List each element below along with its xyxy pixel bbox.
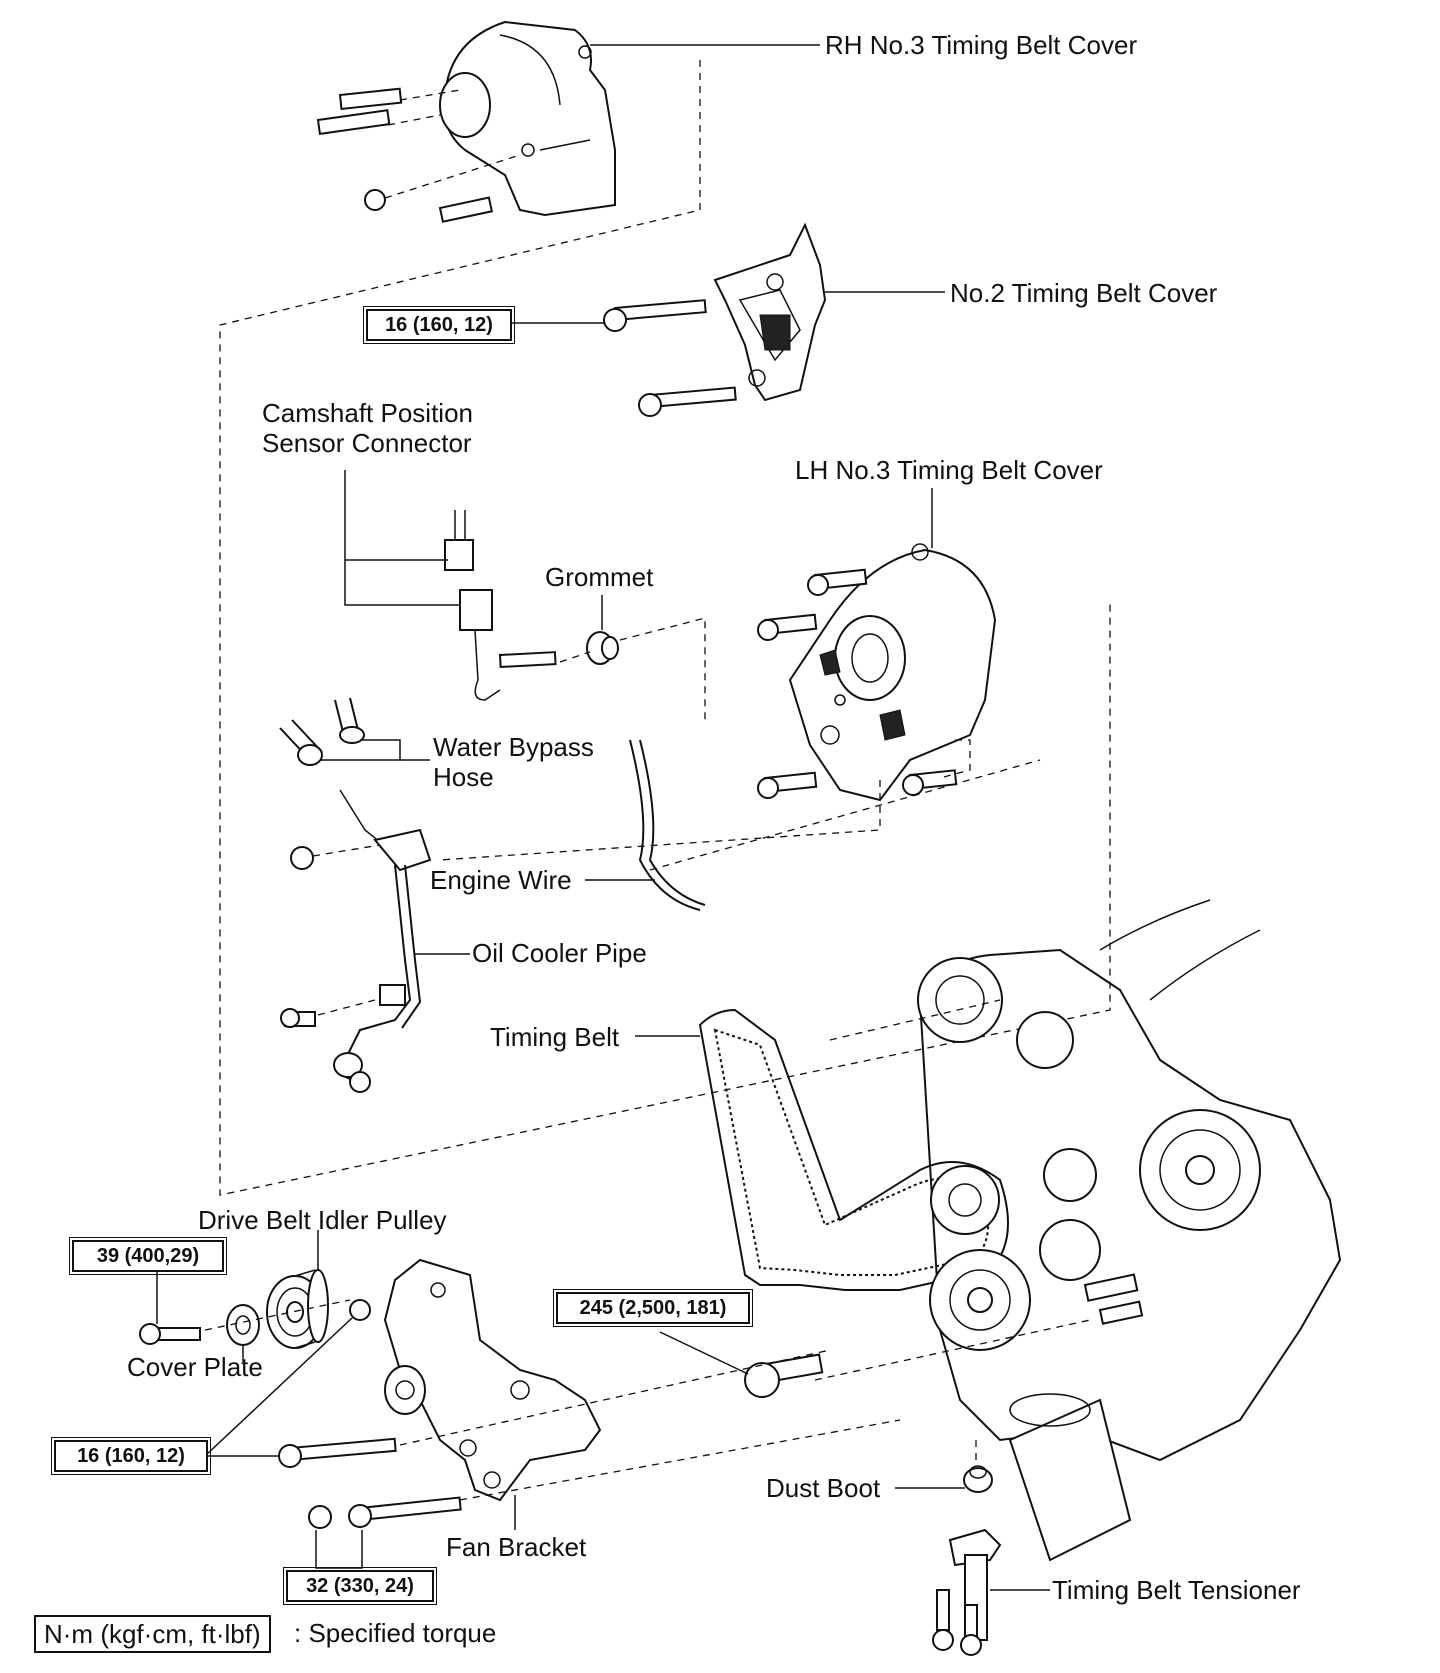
label-drive-belt-idler-pulley: Drive Belt Idler Pulley bbox=[198, 1205, 447, 1235]
crank-pulley-bolt-part bbox=[744, 1353, 824, 1398]
rh-cover-bolts bbox=[316, 87, 494, 223]
label-cover-plate: Cover Plate bbox=[127, 1352, 263, 1382]
fan-bracket-bolts bbox=[278, 1437, 462, 1529]
no2-cover-bolts bbox=[603, 299, 737, 417]
idler-pulley-part bbox=[266, 1269, 329, 1349]
legend-unit-box: N·m (kgf·cm, ft·lbf) bbox=[34, 1615, 271, 1653]
idler-bolt-part bbox=[139, 1323, 201, 1345]
label-fan-bracket: Fan Bracket bbox=[446, 1532, 587, 1562]
torque-bracket-bolt: 16 (160, 12) bbox=[51, 1437, 211, 1475]
label-dust-boot: Dust Boot bbox=[766, 1473, 881, 1503]
label-camshaft-position-sensor-connector: Camshaft Position Sensor Connector bbox=[262, 398, 473, 458]
no2-cover-part bbox=[713, 222, 827, 402]
water-bypass-hose-part bbox=[279, 697, 391, 851]
torque-idler-bolt: 39 (400,29) bbox=[69, 1237, 227, 1275]
label-lh-no3-timing-belt-cover: LH No.3 Timing Belt Cover bbox=[795, 455, 1103, 485]
timing-belt-part bbox=[698, 1008, 1009, 1291]
lh-cover-bolts bbox=[757, 568, 958, 799]
cover-plate-part bbox=[226, 1304, 260, 1346]
torque-no2-cover-bolt: 16 (160, 12) bbox=[363, 306, 515, 344]
label-oil-cooler-pipe: Oil Cooler Pipe bbox=[472, 938, 647, 968]
tensioner-part bbox=[932, 1465, 1002, 1656]
label-rh-no3-timing-belt-cover: RH No.3 Timing Belt Cover bbox=[825, 30, 1138, 60]
label-grommet: Grommet bbox=[545, 562, 654, 592]
grommet-part bbox=[586, 631, 619, 665]
torque-crank-pulley-bolt: 245 (2,500, 181) bbox=[553, 1289, 753, 1327]
label-timing-belt: Timing Belt bbox=[490, 1022, 620, 1052]
engine-wire-part bbox=[629, 739, 701, 911]
label-no2-timing-belt-cover: No.2 Timing Belt Cover bbox=[950, 278, 1218, 308]
label-water-bypass-hose: Water Bypass Hose bbox=[433, 732, 594, 792]
rh-no3-cover-part bbox=[439, 20, 616, 217]
legend-text: : Specified torque bbox=[294, 1618, 497, 1648]
label-timing-belt-tensioner: Timing Belt Tensioner bbox=[1052, 1575, 1301, 1605]
fan-bracket-part bbox=[349, 1258, 602, 1502]
oil-cooler-pipe-part bbox=[333, 828, 432, 1093]
cam-sensor-connector-part bbox=[444, 510, 557, 701]
label-engine-wire: Engine Wire bbox=[430, 865, 572, 895]
engine-block-part bbox=[917, 899, 1342, 1562]
torque-fan-bracket-bolt: 32 (330, 24) bbox=[283, 1567, 437, 1605]
